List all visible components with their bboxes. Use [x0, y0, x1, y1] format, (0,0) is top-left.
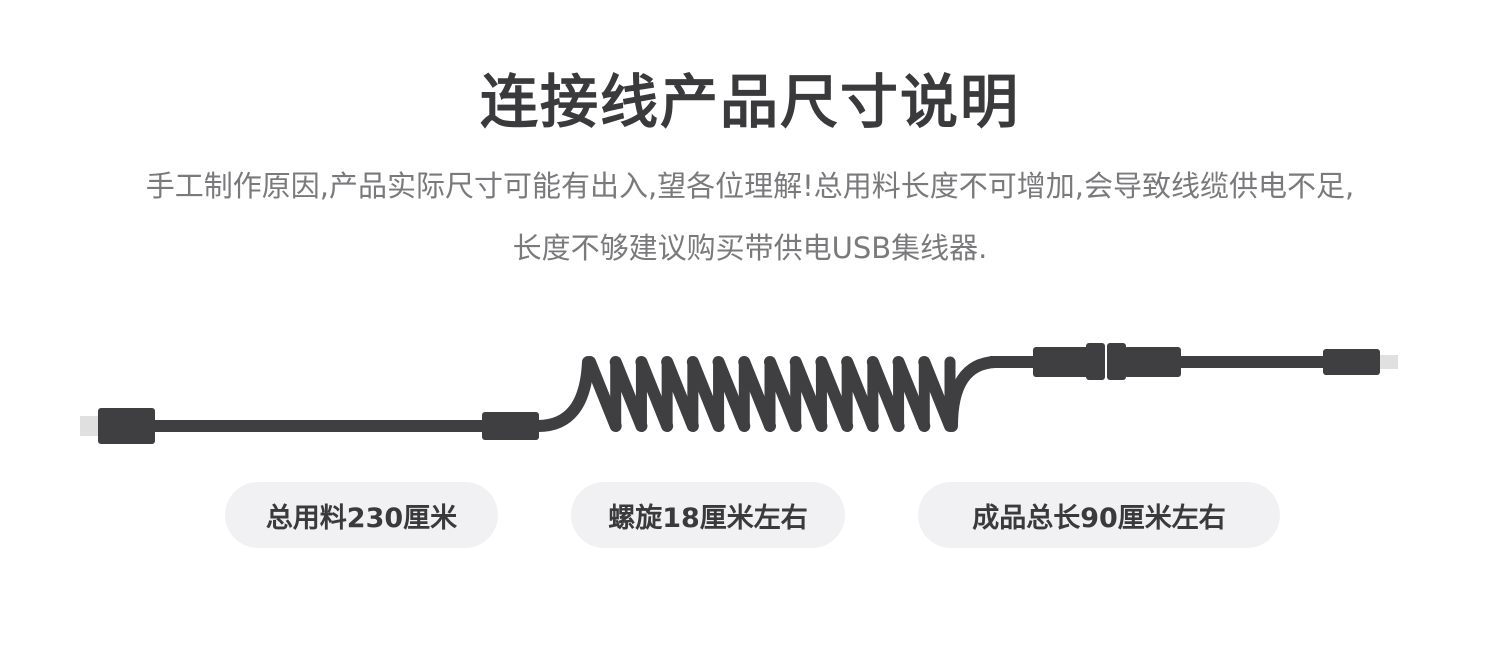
- coupler-body-right: [1124, 347, 1181, 377]
- label-coil-length: 螺旋18厘米左右: [571, 482, 845, 548]
- cable-coil: [584, 356, 956, 432]
- label-coil-length-text: 螺旋18厘米左右: [608, 502, 808, 534]
- right-connector-housing: [1323, 349, 1380, 375]
- left-connector-tip: [80, 416, 100, 436]
- straight-cable-segment: [154, 420, 484, 432]
- page-title: 连接线产品尺寸说明: [479, 68, 1020, 136]
- coupler-center-left: [1086, 343, 1105, 380]
- upper-cable-segment-2: [1180, 356, 1325, 368]
- description-line-2: 长度不够建议购买带供电USB集线器.: [512, 231, 988, 265]
- right-connector-tip: [1380, 355, 1398, 369]
- cable-curve-into-coil: [532, 356, 594, 432]
- strain-relief-left: [482, 412, 539, 440]
- label-finished-total-length: 成品总长90厘米左右: [918, 482, 1280, 548]
- cable-curve-out-of-coil: [946, 356, 1001, 432]
- label-total-material-length: 总用料230厘米: [225, 482, 498, 548]
- upper-cable-segment-1: [990, 356, 1036, 368]
- coiled-cable-illustration: [80, 343, 1398, 444]
- coupler-body-left: [1033, 347, 1089, 377]
- label-total-material-length-text: 总用料230厘米: [265, 502, 458, 534]
- label-finished-total-length-text: 成品总长90厘米左右: [972, 502, 1226, 534]
- coupler-center-right: [1107, 343, 1126, 380]
- left-connector-housing: [98, 408, 155, 444]
- description-line-1: 手工制作原因,产品实际尺寸可能有出入,望各位理解!总用料长度不可增加,会导致线缆…: [145, 169, 1355, 203]
